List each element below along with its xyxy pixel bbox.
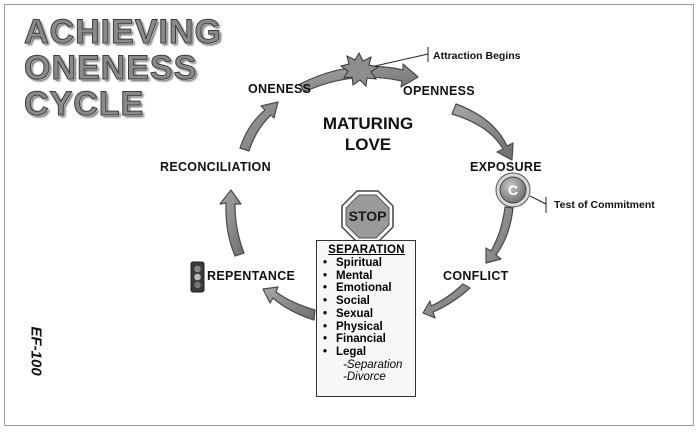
arrow-conflict-to-separation [422, 283, 471, 319]
separation-list: Spiritual Mental Emotional Social Sexual… [323, 257, 410, 359]
center-title-line-2: LOVE [344, 135, 392, 154]
title-line-1: ACHIEVING [24, 13, 222, 51]
traffic-light-icon [190, 261, 205, 293]
title-line-3: CYCLE [24, 85, 145, 123]
stage-conflict: CONFLICT [443, 269, 509, 283]
separation-item: Emotional [323, 282, 410, 295]
stage-reconciliation: RECONCILIATION [160, 160, 271, 174]
document-code: EF-100 [27, 326, 45, 376]
stage-oneness: ONENESS [248, 82, 312, 96]
arrow-openness-to-exposure [451, 103, 514, 161]
legal-subitem: -Divorce [343, 371, 386, 384]
stop-sign-icon [341, 190, 394, 243]
commitment-badge-letter: C [507, 182, 519, 198]
stop-sign-text: STOP [348, 208, 387, 224]
arrow-oneness-to-openness [299, 63, 419, 93]
commitment-badge-icon [495, 172, 531, 208]
arrow-exposure-to-conflict [485, 206, 514, 264]
arrow-reconciliation-to-oneness [239, 101, 279, 152]
separation-item: Physical [323, 321, 410, 334]
starburst-icon [339, 51, 380, 88]
separation-item: Spiritual [323, 257, 410, 270]
stage-exposure: EXPOSURE [470, 160, 542, 174]
commitment-callout-line [529, 195, 547, 213]
center-title-line-1: MATURING [322, 114, 414, 133]
arrow-separation-to-repentance [262, 286, 316, 321]
attraction-callout-line [374, 47, 429, 67]
legal-subitem: -Separation [343, 358, 403, 371]
callout-commitment: Test of Commitment [554, 199, 655, 211]
separation-item: Social [323, 295, 410, 308]
arrow-repentance-to-reconciliation [219, 189, 245, 257]
title-line-2: ONENESS [24, 49, 198, 87]
separation-item: Sexual [323, 308, 410, 321]
separation-item: Financial [323, 333, 410, 346]
separation-item: Mental [323, 270, 410, 283]
separation-item: Legal [323, 346, 410, 359]
center-title: MATURING LOVE [300, 113, 436, 155]
diagram-title: ACHIEVING ONENESS CYCLE [24, 13, 222, 123]
stage-repentance: REPENTANCE [207, 269, 296, 283]
separation-box: SEPARATION Spiritual Mental Emotional So… [316, 240, 416, 397]
separation-title: SEPARATION [328, 244, 405, 256]
stage-openness: OPENNESS [403, 84, 475, 98]
callout-attraction: Attraction Begins [433, 50, 521, 62]
legal-sublist: -Separation -Divorce [323, 359, 410, 384]
